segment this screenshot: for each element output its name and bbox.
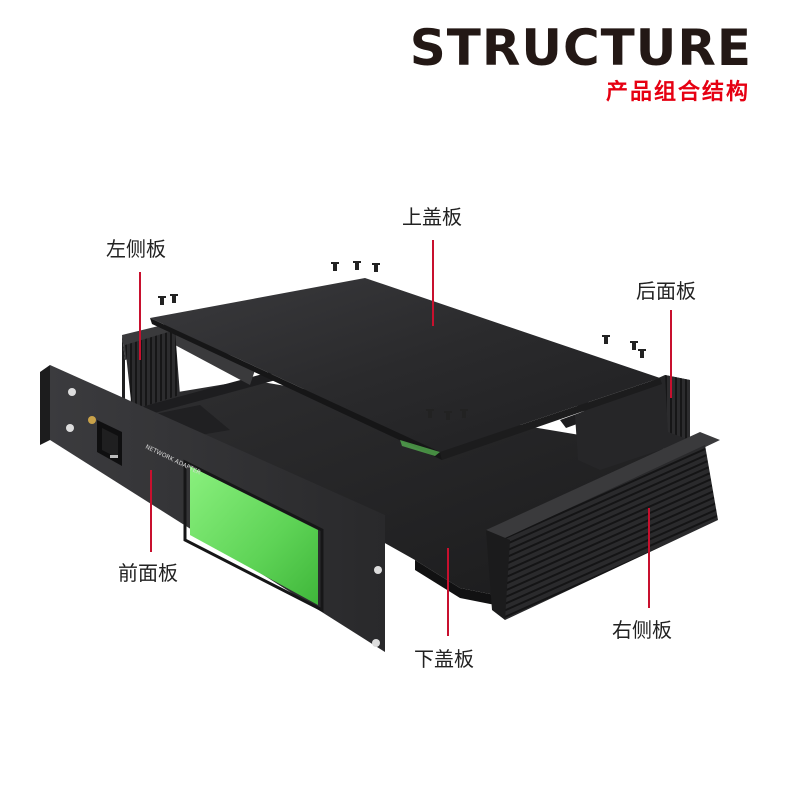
label-bottom-cover: 下盖板	[414, 647, 474, 671]
label-left-side: 左侧板	[106, 237, 166, 261]
leader-line-front-panel	[150, 470, 152, 552]
left-side-plate-shape	[122, 322, 255, 420]
label-rear-panel: 后面板	[636, 279, 696, 303]
page-subtitle: 产品组合结构	[605, 80, 750, 105]
label-top-cover: 上盖板	[402, 205, 462, 229]
top-cover-shape	[150, 261, 662, 460]
label-right-side: 右侧板	[612, 618, 672, 642]
label-front-panel: 前面板	[118, 561, 178, 585]
page-title: STRUCTURE	[409, 19, 752, 77]
leader-line-top-cover	[432, 240, 434, 326]
leader-line-rear-panel	[670, 310, 672, 398]
right-side-plate-shape	[486, 432, 720, 620]
front-panel-shape: NETWORK ADAPTER	[40, 365, 385, 652]
leader-line-right-side	[648, 508, 650, 608]
leader-line-bottom-cover	[447, 548, 449, 636]
leader-line-left-side	[139, 272, 141, 360]
